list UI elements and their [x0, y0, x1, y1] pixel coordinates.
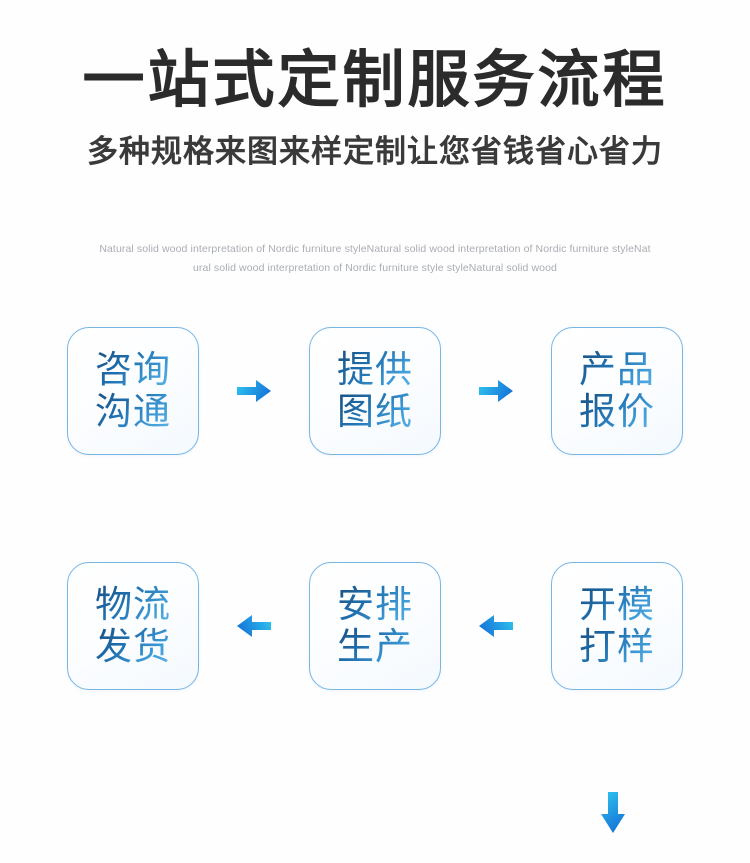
step-label-line1: 产品 — [579, 349, 655, 391]
arrow-down-icon — [601, 792, 625, 833]
connector-slot — [0, 783, 750, 863]
step-label-line2: 图纸 — [337, 390, 413, 432]
step-box-drawing[interactable]: 提供 图纸 — [309, 326, 441, 455]
step-box-production[interactable]: 安排 生产 — [309, 561, 441, 690]
step-label-line1: 物流 — [95, 584, 171, 626]
step-box-quotation[interactable]: 产品 报价 — [551, 326, 683, 455]
step-label-line1: 咨询 — [95, 349, 171, 391]
arrow-slot-4 — [441, 562, 551, 690]
process-row-top: 咨询 沟通 提供 图纸 — [0, 318, 750, 463]
arrow-slot-2 — [441, 327, 551, 455]
step-label-line1: 安排 — [337, 584, 413, 626]
step-label-line2: 生产 — [337, 625, 413, 667]
arrow-right-icon — [479, 379, 513, 402]
description-line-2: ural solid wood interpretation of Nordic… — [192, 262, 557, 275]
arrow-left-icon — [479, 614, 513, 637]
step-box-mold-sample[interactable]: 开模 打样 — [551, 561, 683, 690]
header: 一站式定制服务流程 多种规格来图来样定制让您省钱省心省力 — [0, 0, 750, 169]
page-subtitle: 多种规格来图来样定制让您省钱省心省力 — [87, 134, 663, 170]
arrow-left-icon — [237, 614, 271, 637]
customization-process-infographic: 一站式定制服务流程 多种规格来图来样定制让您省钱省心省力 Natural sol… — [0, 0, 750, 833]
step-label-line2: 报价 — [579, 390, 655, 432]
process-flow: 咨询 沟通 提供 图纸 — [0, 318, 750, 833]
arrow-slot-3 — [199, 562, 309, 690]
arrow-right-icon — [237, 379, 271, 402]
step-label-line2: 打样 — [579, 625, 655, 667]
arrow-slot-1 — [199, 327, 309, 455]
step-box-shipping[interactable]: 物流 发货 — [67, 561, 199, 690]
description-block: Natural solid wood interpretation of Nor… — [0, 240, 750, 279]
step-box-consult[interactable]: 咨询 沟通 — [67, 326, 199, 455]
process-row-bottom: 物流 发货 安排 生产 — [0, 553, 750, 698]
description-line-1: Natural solid wood interpretation of Nor… — [99, 243, 651, 255]
step-label-line1: 开模 — [579, 584, 655, 626]
step-label-line1: 提供 — [337, 349, 413, 391]
step-label-line2: 发货 — [95, 625, 171, 667]
step-label-line2: 沟通 — [95, 390, 171, 432]
page-title: 一站式定制服务流程 — [82, 46, 668, 115]
